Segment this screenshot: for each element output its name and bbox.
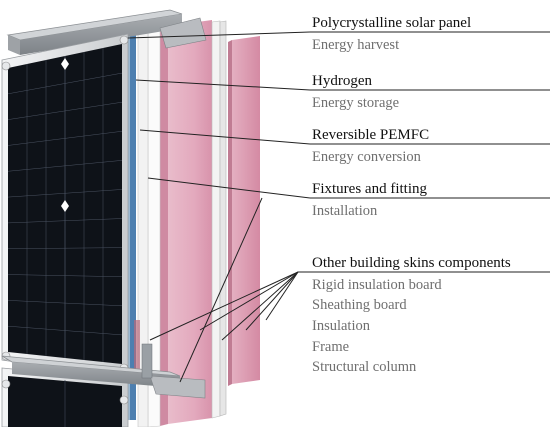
cell-row-line <box>7 72 123 95</box>
cell-row-line <box>7 160 123 172</box>
frame-layer <box>211 20 227 419</box>
bottom-mounting-rail <box>1 343 206 399</box>
cell-row-line <box>7 218 123 224</box>
cell-row-line <box>7 101 123 120</box>
label-energy-conversion: Energy conversion <box>312 149 421 165</box>
label-structural-column: Structural column <box>312 359 417 375</box>
label-reversible-pemfc: Reversible PEMFC <box>312 127 430 143</box>
label-fixtures-fitting: Fixtures and fitting <box>312 181 427 197</box>
sheathing-board <box>137 26 161 427</box>
leader-lines <box>127 31 550 383</box>
label-energy-storage: Energy storage <box>312 95 400 111</box>
label-installation: Installation <box>312 203 378 219</box>
cell-row-line <box>7 325 123 336</box>
label-other-skins: Other building skins components <box>312 255 511 271</box>
structural-column <box>228 36 260 386</box>
solar-panel-lower <box>1 367 129 427</box>
cell-row-line <box>7 247 123 249</box>
label-solar-panel: Polycrystalline solar panel <box>312 15 472 31</box>
top-mounting-rail <box>6 9 207 55</box>
insulation-layer <box>160 20 212 426</box>
label-frame: Frame <box>312 339 350 355</box>
cell-row-line <box>7 131 123 146</box>
cell-row-line <box>7 274 123 277</box>
cell-row-line <box>7 189 123 198</box>
label-insulation: Insulation <box>312 318 370 334</box>
label-rigid-insulation: Rigid insulation board <box>312 277 442 293</box>
solar-panel <box>1 33 129 379</box>
label-energy-harvest: Energy harvest <box>312 37 400 53</box>
label-sheathing-board: Sheathing board <box>312 297 407 313</box>
cell-row-line <box>7 300 123 307</box>
label-hydrogen: Hydrogen <box>312 73 372 89</box>
